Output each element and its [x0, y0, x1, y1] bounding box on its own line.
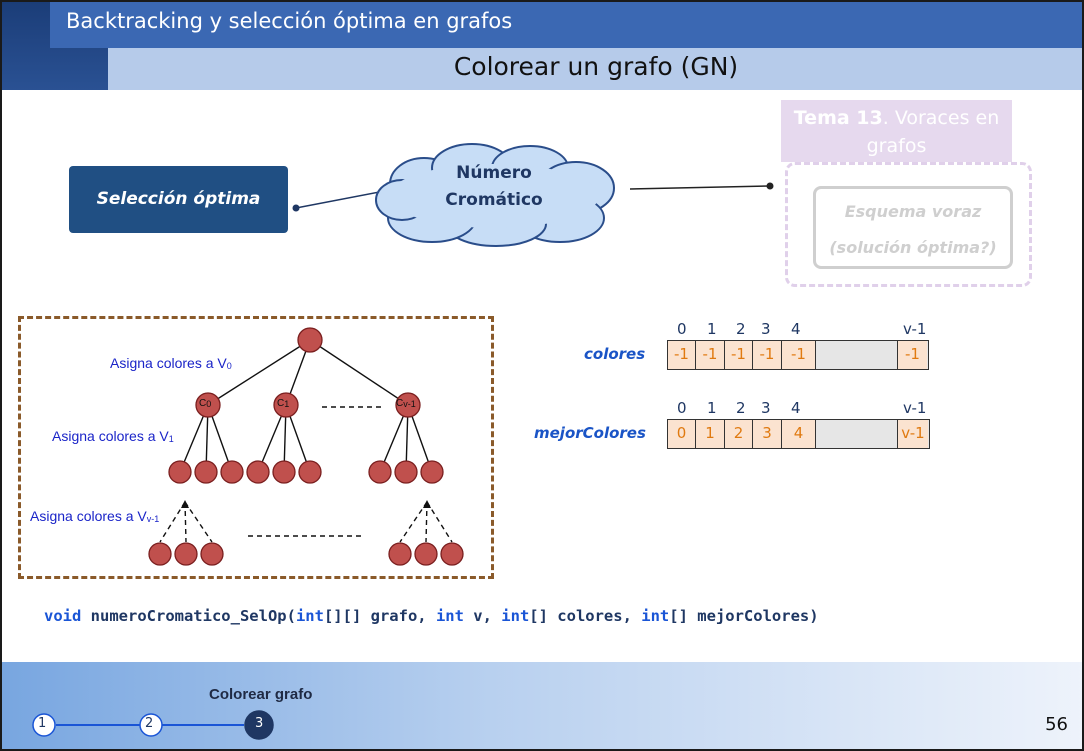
- connector-cloud-esquema: [629, 185, 771, 190]
- mejor-index-2: 2: [736, 399, 746, 417]
- esquema-line2: (solución óptima?): [829, 238, 997, 257]
- code-part-4: [] colores,: [529, 607, 642, 625]
- tree-node-c0: [195, 392, 221, 418]
- step-3-circle: [244, 710, 274, 740]
- mejor-cell-gap: [816, 420, 898, 448]
- step-2-label[interactable]: 2: [145, 716, 154, 731]
- subheader-bar: Colorear un grafo (GN): [108, 48, 1082, 90]
- node-label-c1: C1: [277, 398, 290, 409]
- header-title: Backtracking y selección óptima en grafo…: [66, 9, 513, 33]
- cloud-shape: [375, 143, 615, 247]
- colores-cell-3: -1: [753, 341, 782, 369]
- mejor-cell-3: 3: [753, 420, 782, 448]
- mejor-cell-0: 0: [668, 420, 696, 448]
- step-1-label[interactable]: 1: [38, 716, 47, 731]
- slide-title: Colorear un grafo (GN): [453, 52, 739, 81]
- esquema-outer-frame: [785, 162, 1032, 287]
- node-label-cv1: Cv-1: [396, 398, 416, 409]
- colores-cell-2: -1: [725, 341, 753, 369]
- colores-cell-gap: [816, 341, 898, 369]
- colores-cell-4: -1: [782, 341, 816, 369]
- colores-index-1: 1: [707, 320, 717, 338]
- level-label-v1: Asigna colores a V1: [52, 428, 174, 444]
- colores-cell-0: -1: [668, 341, 696, 369]
- footer-bar: [2, 662, 1082, 749]
- colores-index-0: 0: [677, 320, 687, 338]
- mejor-cell-v1: v-1: [897, 420, 928, 448]
- step-progress: [32, 710, 274, 740]
- cloud-label: Número Cromático: [414, 160, 574, 214]
- level-label-vv1: Asigna colores a Vv-1: [30, 508, 160, 524]
- colores-cell-1: -1: [696, 341, 725, 369]
- node-label-c0: C0: [199, 398, 212, 409]
- cloud-line2: Cromático: [445, 190, 543, 210]
- header-bar: Backtracking y selección óptima en grafo…: [50, 2, 1082, 48]
- tema-number: Tema 13: [793, 107, 883, 129]
- tema-13-box: Tema 13. Voraces en grafos: [781, 100, 1012, 162]
- tree-root-node: [297, 327, 323, 353]
- method-signature: void numeroCromatico_SelOp(int[][] grafo…: [44, 607, 819, 625]
- code-part-3: v,: [463, 607, 502, 625]
- step-1-circle: [32, 713, 56, 737]
- colores-index-4: 4: [791, 320, 801, 338]
- backtracking-tree-frame: [18, 316, 494, 579]
- mejor-cell-1: 1: [696, 420, 725, 448]
- colores-cell-v1: -1: [897, 341, 927, 369]
- code-part-5: [] mejorColores): [669, 607, 819, 625]
- colores-index-3: 3: [761, 320, 771, 338]
- code-kw-void: void: [44, 607, 82, 625]
- mejor-cell-4: 4: [782, 420, 816, 448]
- tree-node-cv1: [395, 392, 421, 418]
- colores-index-2: 2: [736, 320, 746, 338]
- step-2-circle: [139, 713, 163, 737]
- esquema-voraz-box: Esquema voraz (solución óptima?): [813, 186, 1013, 269]
- colores-index-v1: v-1: [903, 320, 927, 338]
- code-kw-int-3: int: [501, 607, 530, 625]
- backtracking-tree: [148, 327, 464, 566]
- step-3-label[interactable]: 3: [255, 716, 264, 731]
- mejor-cell-2: 2: [725, 420, 753, 448]
- tema-title: . Voraces en grafos: [866, 107, 1000, 157]
- level-label-v0: Asigna colores a V0: [110, 355, 232, 371]
- mejor-index-1: 1: [707, 399, 717, 417]
- seleccion-optima-box: Selección óptima: [69, 166, 288, 233]
- mejor-index-3: 3: [761, 399, 771, 417]
- code-part-2: [][] grafo,: [323, 607, 436, 625]
- code-part-1: numeroCromatico_SelOp(: [81, 607, 296, 625]
- connector-dot-left: [292, 204, 300, 212]
- code-kw-int-2: int: [435, 607, 464, 625]
- mejorcolores-label: mejorColores: [534, 424, 646, 442]
- esquema-line1: Esquema voraz: [844, 202, 982, 221]
- code-kw-int-1: int: [295, 607, 324, 625]
- tree-node-c1: [273, 392, 299, 418]
- colores-label: colores: [584, 345, 646, 363]
- mejor-index-0: 0: [677, 399, 687, 417]
- colores-array: -1 -1 -1 -1 -1 -1: [667, 340, 929, 370]
- mejor-index-v1: v-1: [903, 399, 927, 417]
- mejor-index-4: 4: [791, 399, 801, 417]
- cloud-line1: Número: [456, 163, 532, 183]
- footer-section-label: Colorear grafo: [209, 686, 313, 703]
- page-number: 56: [1045, 714, 1068, 735]
- mejorcolores-array: 0 1 2 3 4 v-1: [667, 419, 930, 449]
- code-kw-int-4: int: [641, 607, 670, 625]
- connector-dot-right: [766, 182, 774, 190]
